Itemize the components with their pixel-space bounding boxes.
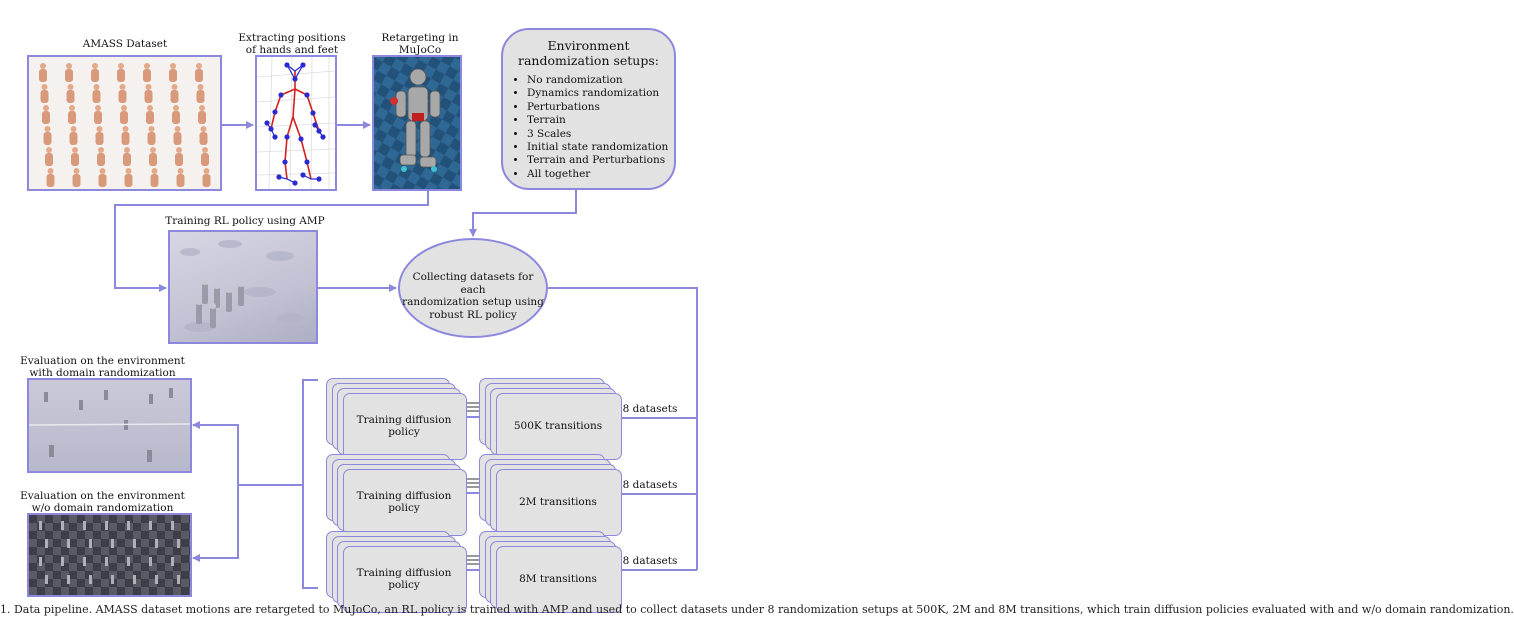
arrow-to-eval-without xyxy=(192,485,239,562)
env-setup-item: Terrain and Perturbations xyxy=(527,154,668,167)
figure-caption: 1. Data pipeline. AMASS dataset motions … xyxy=(0,603,1514,616)
transitions-box: 2M transitions xyxy=(495,469,622,536)
rl-terrain xyxy=(180,240,304,332)
skeleton-figure xyxy=(256,56,336,190)
env-setup-item: 3 Scales xyxy=(527,128,668,141)
mujoco-image xyxy=(372,55,462,191)
transitions-text: 2M transitions xyxy=(519,496,597,508)
datasets-label-2m: 8 datasets xyxy=(622,479,678,491)
env-setup-item: Perturbations xyxy=(527,101,668,114)
eval-with-image xyxy=(27,378,192,473)
line-collecting-to-right xyxy=(548,287,698,570)
transitions-box: 500K transitions xyxy=(495,393,622,460)
env-setup-item: Terrain xyxy=(527,114,668,127)
transitions-text: 8M transitions xyxy=(519,573,597,585)
env-setup-item: Initial state randomization xyxy=(527,141,668,154)
eval-with-scene xyxy=(28,388,191,462)
bracket-left xyxy=(302,379,318,589)
env-setup-item: All together xyxy=(527,168,668,181)
arrow-env-to-collecting xyxy=(469,190,577,237)
amass-figures xyxy=(39,63,211,187)
amass-image xyxy=(27,55,222,191)
arrow-mujoco-to-rl xyxy=(114,190,429,292)
transitions-text: 500K transitions xyxy=(513,420,603,432)
transitions-box: 8M transitions xyxy=(495,546,622,613)
skeleton-image xyxy=(255,55,337,191)
eval-without-image xyxy=(27,513,192,597)
datasets-label-500k: 8 datasets xyxy=(622,403,678,415)
env-setup-item: No randomization xyxy=(527,74,668,87)
env-setups-list: No randomization Dynamics randomization … xyxy=(513,74,668,181)
datasets-label-8m: 8 datasets xyxy=(622,555,678,567)
env-setup-item: Dynamics randomization xyxy=(527,87,668,100)
eval-without-scene xyxy=(29,515,190,595)
rl-training-image xyxy=(168,230,318,344)
mujoco-robot xyxy=(374,57,460,189)
training-rl-label: Training RL policy using AMP xyxy=(165,215,325,227)
arrow-to-eval-with xyxy=(192,421,239,485)
amass-label: AMASS Dataset xyxy=(82,38,168,50)
